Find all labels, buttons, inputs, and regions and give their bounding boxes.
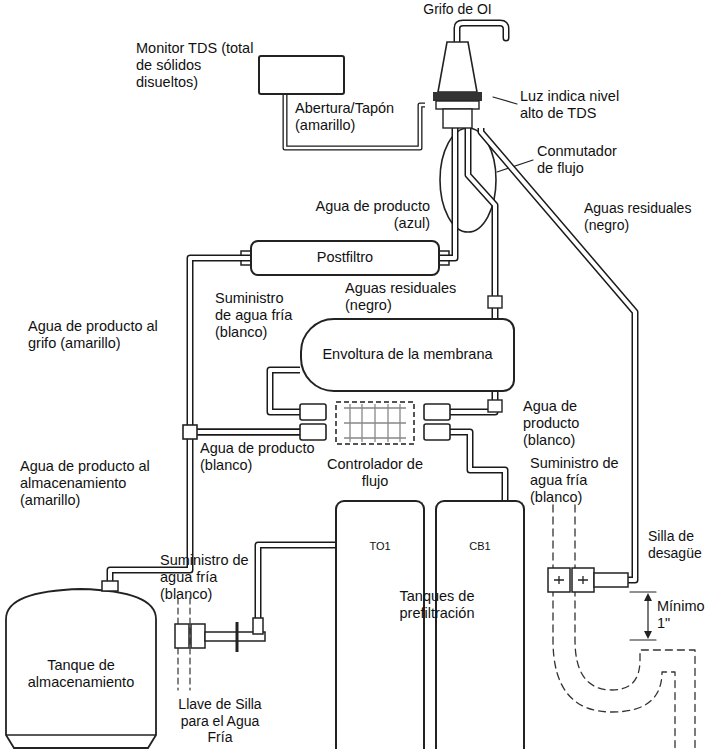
water-tube <box>440 128 455 258</box>
callout-text: Luz indica nivel alto de TDS <box>520 88 645 122</box>
tank-fitting <box>102 581 118 591</box>
tube-label: Agua de producto (azul) <box>300 198 430 232</box>
water-tube <box>468 128 495 318</box>
tube-bore <box>285 95 425 148</box>
sensor-wire <box>285 95 425 148</box>
valve-outlet <box>253 618 263 634</box>
postfilter: Postfiltro <box>250 240 440 276</box>
water-tube <box>450 432 505 500</box>
faucet-heading: Grifo de OI <box>415 1 500 18</box>
faucet-spout-inner <box>457 23 506 42</box>
water-tube <box>270 370 300 412</box>
tube-outline <box>190 258 300 432</box>
drain-fitting <box>594 573 628 587</box>
tube-outline <box>258 545 335 618</box>
dimension-arrow <box>644 593 652 601</box>
tube-label: Agua de producto (blanco) <box>200 440 318 474</box>
faucet-stem <box>443 109 472 128</box>
tube-outline <box>468 128 495 318</box>
flow-controller: Controlador de flujo <box>300 398 450 448</box>
tube-outline <box>440 128 455 258</box>
tds-light-ring <box>433 92 482 101</box>
controller-fitting <box>300 424 326 440</box>
prefilter-canister: TO1 <box>335 500 425 749</box>
tank-base-line <box>6 734 156 735</box>
tds-monitor: Monitor TDS (total de sólidos disueltos) <box>258 55 345 95</box>
tank-shell <box>6 589 156 748</box>
tube-bore <box>190 258 300 432</box>
leader-line <box>493 97 517 104</box>
faucet-shell <box>438 42 477 92</box>
tube-bore <box>270 370 300 412</box>
tube-outline <box>450 432 505 500</box>
canister-code: TO1 <box>337 540 423 553</box>
water-tube <box>258 545 335 618</box>
callout-text: Conmutador de flujo <box>537 143 632 177</box>
controller-body <box>336 402 414 444</box>
tube-label: Suministro de agua fría (blanco) <box>215 290 300 341</box>
dimension-line <box>630 592 656 640</box>
tube-label: Agua de producto al almacenamiento (amar… <box>20 458 160 509</box>
water-tube <box>190 258 300 432</box>
faucet-body <box>425 42 490 128</box>
membrane-housing: Envoltura de la membrana <box>300 318 515 392</box>
controller-fitting <box>424 424 450 440</box>
drain-clamp-detail <box>554 576 588 584</box>
tube-bore <box>450 432 505 500</box>
tube-bore <box>468 128 495 318</box>
controller-fitting <box>300 404 326 420</box>
tube-bore <box>440 128 455 258</box>
dimension-arrow <box>644 631 652 639</box>
storage-tank: Tanque de almacenamiento <box>2 585 160 749</box>
group-label: Tanques de prefiltración <box>382 588 492 622</box>
tee-fitting <box>183 425 197 439</box>
tube-bore <box>258 545 335 618</box>
drain-saddle-label: Silla de desagüe <box>648 528 712 561</box>
port-label: Abertura/Tapón (amarillo) <box>295 100 409 134</box>
drawing-part <box>178 23 695 749</box>
membrane-label: Envoltura de la membrana <box>322 346 492 363</box>
postfilter-label: Postfiltro <box>317 249 373 266</box>
controller-label: Controlador de flujo <box>320 456 430 490</box>
tube-label: Suministro de agua fría (blanco) <box>530 455 630 506</box>
tube-fitting <box>488 296 502 308</box>
controller-hatch <box>344 404 406 442</box>
cold-water-saddle-valve: Llave de Silla para el Agua Fría <box>175 618 265 654</box>
valve-label: Llave de Silla para el Agua Fría <box>170 696 270 746</box>
tube-label: Aguas residuales (negro) <box>584 200 708 233</box>
valve-saddle <box>175 624 189 648</box>
flow-controller-drawing <box>300 398 450 448</box>
saddle-valve-drawing <box>175 618 265 654</box>
prefilter-canister: CB1 <box>435 500 525 749</box>
faucet-base <box>436 101 479 109</box>
tube-label: Suministro de agua fría (blanco) <box>160 552 252 603</box>
ro-faucet: Grifo de OI <box>425 42 490 128</box>
tube-label: Agua de producto al grifo (amarillo) <box>28 318 168 352</box>
drain-saddle-drawing <box>548 568 628 592</box>
tank-label: Tanque de almacenamiento <box>8 657 154 691</box>
tube-outline <box>285 95 425 148</box>
drain-saddle: Silla de desagüe <box>548 568 628 592</box>
tube-label: Aguas residuales (negro) <box>345 280 467 314</box>
valve-handle <box>236 622 239 652</box>
tube-fitting <box>488 400 502 412</box>
controller-fitting <box>424 404 450 420</box>
faucet-spout <box>457 23 506 42</box>
canister-code: CB1 <box>437 540 523 553</box>
tube-outline <box>270 370 300 412</box>
valve-saddle <box>191 624 205 648</box>
tube-label: Agua de producto (blanco) <box>523 398 623 449</box>
monitor-heading: Monitor TDS (total de sólidos disueltos) <box>136 40 256 91</box>
dimension-label: Mínimo 1" <box>657 598 713 632</box>
